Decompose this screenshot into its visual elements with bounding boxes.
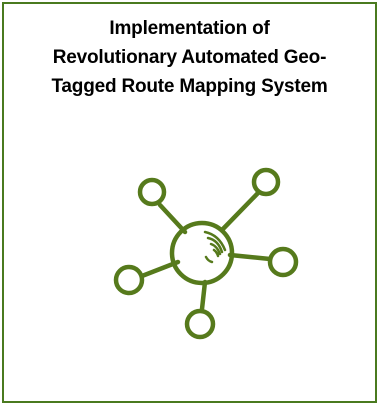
card-title-line-2: Revolutionary Automated Geo- xyxy=(52,47,327,68)
node-bottom xyxy=(184,308,216,340)
hub-node xyxy=(169,220,235,286)
card-title-line-1: Implementation of xyxy=(109,18,270,39)
card-title: Implementation of Revolutionary Automate… xyxy=(4,14,375,101)
node-left xyxy=(113,264,145,296)
node-top-right xyxy=(251,167,281,197)
spoke-line xyxy=(219,190,261,233)
title-card: Implementation of Revolutionary Automate… xyxy=(2,2,377,403)
spoke-line xyxy=(227,252,273,262)
node-top-left xyxy=(137,177,167,207)
node-right xyxy=(267,246,299,278)
card-title-line-3: Tagged Route Mapping System xyxy=(51,76,328,97)
hub-hatching xyxy=(203,230,227,264)
spoke-line xyxy=(157,202,188,235)
spoke-line xyxy=(199,279,208,312)
